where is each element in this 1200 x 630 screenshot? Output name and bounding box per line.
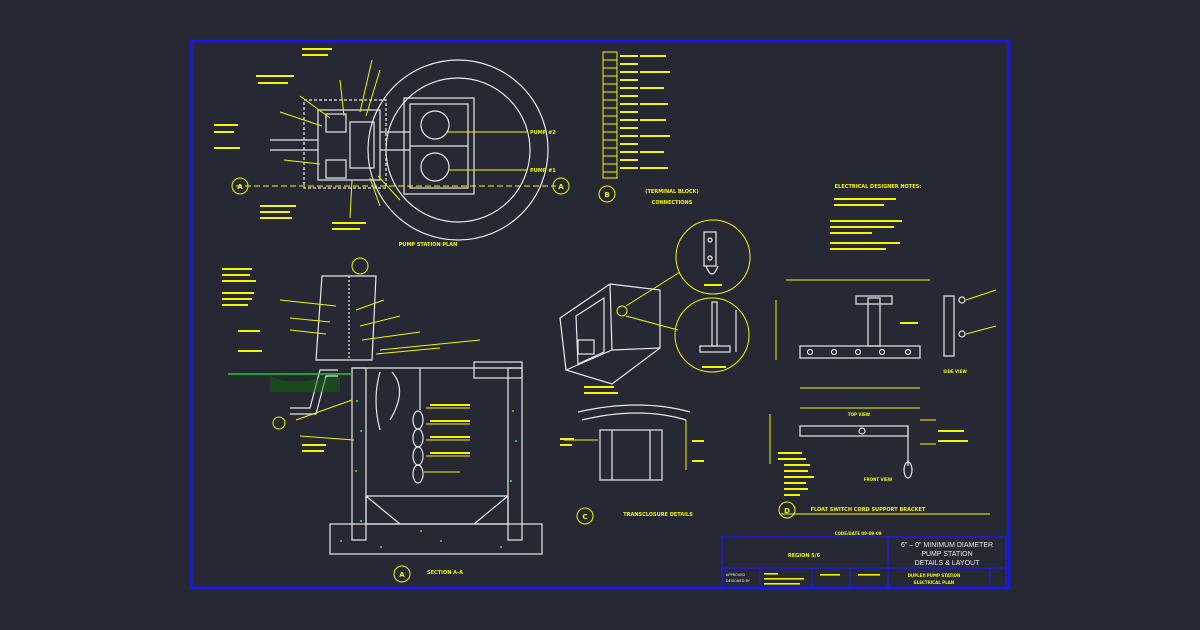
detail-bubble-top xyxy=(675,219,751,295)
top-view-label: TOP VIEW xyxy=(848,412,871,417)
section-a-a: A SECTION A-A xyxy=(222,257,543,583)
marker-a-text: A xyxy=(237,183,243,191)
marker-d-text: D xyxy=(784,507,790,515)
date-code: CODE/DATE 09-09-09 xyxy=(835,531,882,536)
wet-well-base xyxy=(329,523,543,555)
title-block: CODE/DATE 09-09-09 REGION 5/6 6" – 0" MI… xyxy=(721,531,1007,589)
pump-station-plan: A A PUMP #2 PUMP #1 PUMP STATION PLAN xyxy=(214,48,570,248)
bracket-front-view xyxy=(799,425,909,437)
title-line-2: PUMP STATION xyxy=(921,551,972,558)
wet-well-left-wall xyxy=(351,367,367,541)
transclosure-title: TRANSCLOSURE DETAILS xyxy=(623,512,693,518)
front-view-label: FRONT VIEW xyxy=(864,477,893,482)
designed-label: DESIGNED BY xyxy=(726,579,751,583)
terminal-block-label: (TERMINAL BLOCK) xyxy=(645,189,699,195)
bracket-title: FLOAT SWITCH CORD SUPPORT BRACKET xyxy=(811,507,926,513)
drawing-border xyxy=(189,39,1011,590)
marker-a-section-text: A xyxy=(399,571,405,579)
transclosure-details: C TRANSCLOSURE DETAILS xyxy=(559,219,751,525)
wet-well-outer-circle xyxy=(367,59,549,241)
section-aa-title: SECTION A-A xyxy=(427,570,463,576)
designer-notes-title: ELECTRICAL DESIGNER NOTES: xyxy=(835,184,921,190)
float-switch-bracket: D TOP VIEW FRONT VIEW SIDE VIEW FLOAT SW… xyxy=(769,279,997,519)
title-line-1: 6" – 0" MINIMUM DIAMETER xyxy=(901,542,993,549)
detail-marker-b xyxy=(598,185,616,203)
sub-line-1: DUPLEX PUMP STATION xyxy=(908,573,961,578)
detail-bubble-bottom xyxy=(674,297,750,373)
title-line-3: DETAILS & LAYOUT xyxy=(915,560,980,567)
pump-station-plan-title: PUMP STATION PLAN xyxy=(399,242,458,248)
pump-2-icon xyxy=(420,110,450,140)
hatch-frame-outer xyxy=(403,97,475,195)
terminal-block xyxy=(602,51,618,179)
marker-a-text-right: A xyxy=(558,183,564,191)
section-marker-a-left xyxy=(231,177,249,195)
marker-c-text: C xyxy=(582,513,587,521)
side-view-label: SIDE VIEW xyxy=(943,369,967,374)
title-block-frame xyxy=(721,536,1007,589)
bracket-top-plate xyxy=(799,345,921,359)
detail-marker-c xyxy=(576,507,594,525)
electrical-designer-notes: ELECTRICAL DESIGNER NOTES: xyxy=(830,184,921,250)
section-marker-a-bottom xyxy=(393,565,411,583)
approved-label: APPROVED xyxy=(726,573,745,577)
wet-well-right-wall xyxy=(507,367,523,541)
control-box-outer xyxy=(303,99,387,189)
terminal-block-connections: B (TERMINAL BLOCK) CONNECTIONS xyxy=(598,51,699,206)
sub-line-2: ELECTRICAL PLAN xyxy=(914,580,954,585)
pump-2-label: PUMP #2 xyxy=(530,130,556,136)
pump-1-icon xyxy=(420,152,450,182)
pump-1-label: PUMP #1 xyxy=(530,168,556,174)
bracket-side-view xyxy=(943,295,955,357)
connections-label: CONNECTIONS xyxy=(652,200,693,206)
region-label: REGION 5/6 xyxy=(788,553,821,559)
marker-b-text: B xyxy=(604,191,609,199)
section-marker-a-right xyxy=(552,177,570,195)
detail-marker-d xyxy=(778,501,796,519)
